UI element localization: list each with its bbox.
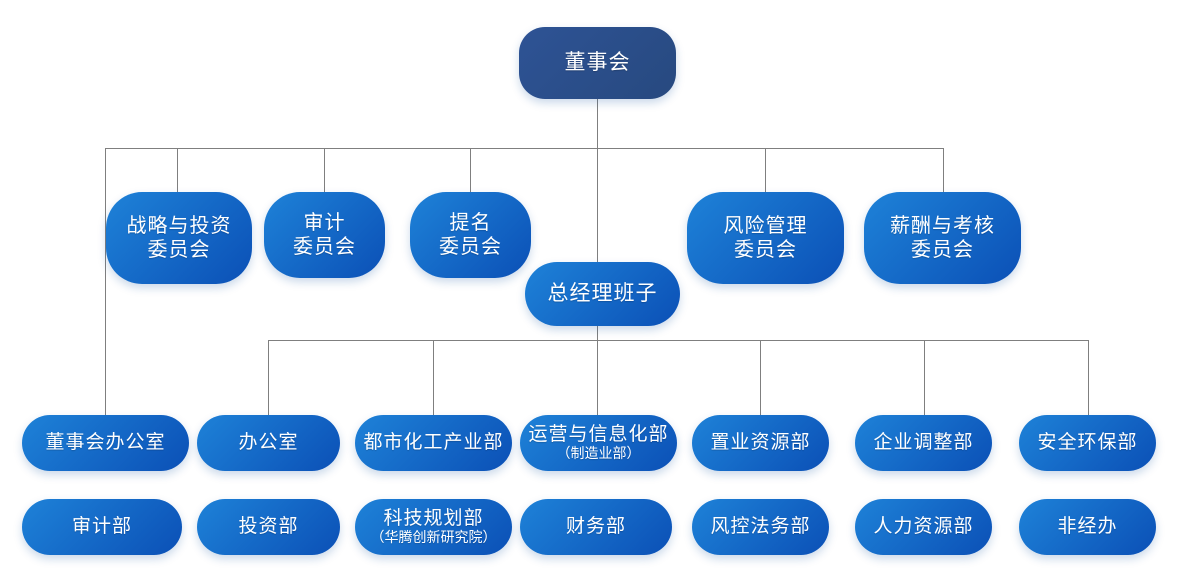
node-dept-investment[interactable]: 投资部 <box>197 499 340 555</box>
node-committee-nomination[interactable]: 提名 委员会 <box>410 192 531 278</box>
node-label-line2: 委员会 <box>147 239 211 261</box>
connector-drop-dept-6 <box>1088 340 1089 415</box>
node-label-line1: 审计部 <box>71 516 132 538</box>
connector-drop-committee-1 <box>177 148 178 192</box>
node-dept-technology-planning[interactable]: 科技规划部 （华腾创新研究院） <box>355 499 512 555</box>
node-dept-urban-chemical-industry[interactable]: 都市化工产业部 <box>355 415 512 471</box>
connector-drop-general-manager <box>597 148 598 262</box>
node-dept-safety-environment[interactable]: 安全环保部 <box>1019 415 1156 471</box>
connector-drop-committee-2 <box>324 148 325 192</box>
node-label-line1: 企业调整部 <box>873 432 974 454</box>
node-label-line1: 都市化工产业部 <box>363 432 504 454</box>
node-label-line2: （制造业部） <box>556 447 641 463</box>
node-label-line1: 战略与投资 <box>126 214 232 237</box>
node-label-line1: 置业资源部 <box>710 432 811 454</box>
node-dept-non-operating-office[interactable]: 非经办 <box>1019 499 1156 555</box>
node-label-line1: 提名 <box>449 211 492 234</box>
connector-drop-dept-1 <box>268 340 269 415</box>
node-dept-human-resources[interactable]: 人力资源部 <box>855 499 992 555</box>
node-label-line1: 审计 <box>303 211 346 234</box>
node-label-line1: 风险管理 <box>723 214 808 237</box>
connector-bus-departments <box>268 340 1089 341</box>
node-dept-risk-control-legal[interactable]: 风控法务部 <box>692 499 829 555</box>
connector-drop-dept-3 <box>597 340 598 415</box>
node-label-line1: 投资部 <box>238 516 299 538</box>
node-dept-operations-informatization[interactable]: 运营与信息化部 （制造业部） <box>520 415 677 471</box>
connector-drop-dept-5 <box>924 340 925 415</box>
node-label-line1: 风控法务部 <box>710 516 811 538</box>
node-label-line1: 非经办 <box>1057 516 1118 538</box>
node-dept-board-office[interactable]: 董事会办公室 <box>22 415 189 471</box>
connector-drop-board-office <box>105 148 106 415</box>
connector-root-stem <box>597 98 598 148</box>
connector-drop-committee-4 <box>765 148 766 192</box>
node-committee-audit[interactable]: 审计 委员会 <box>264 192 385 278</box>
connector-drop-dept-2 <box>433 340 434 415</box>
connector-drop-committee-5 <box>943 148 944 192</box>
node-dept-audit[interactable]: 审计部 <box>22 499 182 555</box>
node-committee-strategy-investment[interactable]: 战略与投资 委员会 <box>106 192 252 284</box>
node-label-line1: 董事会办公室 <box>45 432 166 454</box>
node-label-line2: （华腾创新研究院） <box>370 531 497 547</box>
connector-bus-board <box>105 148 943 149</box>
node-committee-risk-management[interactable]: 风险管理 委员会 <box>687 192 844 284</box>
connector-drop-dept-4 <box>760 340 761 415</box>
node-label-line2: 委员会 <box>293 236 356 258</box>
node-label-line1: 薪酬与考核 <box>890 214 995 237</box>
node-label: 董事会 <box>564 50 631 75</box>
node-label-line2: 委员会 <box>911 239 974 261</box>
node-board-of-directors[interactable]: 董事会 <box>519 27 676 99</box>
node-dept-property-resources[interactable]: 置业资源部 <box>692 415 829 471</box>
node-dept-enterprise-restructuring[interactable]: 企业调整部 <box>855 415 992 471</box>
node-label-line2: 委员会 <box>439 236 502 258</box>
node-committee-compensation-appraisal[interactable]: 薪酬与考核 委员会 <box>864 192 1021 284</box>
node-label-line1: 运营与信息化部 <box>528 423 669 445</box>
node-label-line1: 安全环保部 <box>1037 432 1138 454</box>
connector-gm-stem <box>597 325 598 341</box>
node-label-line1: 科技规划部 <box>383 507 484 529</box>
node-dept-finance[interactable]: 财务部 <box>520 499 672 555</box>
node-label-line2: 委员会 <box>734 239 797 261</box>
node-label-line1: 办公室 <box>238 432 299 454</box>
node-label: 总经理班子 <box>547 281 658 306</box>
node-label-line1: 人力资源部 <box>873 516 974 538</box>
node-general-manager-team[interactable]: 总经理班子 <box>525 262 680 326</box>
node-label-line1: 财务部 <box>565 516 626 538</box>
node-dept-office[interactable]: 办公室 <box>197 415 340 471</box>
connector-drop-committee-3 <box>470 148 471 192</box>
